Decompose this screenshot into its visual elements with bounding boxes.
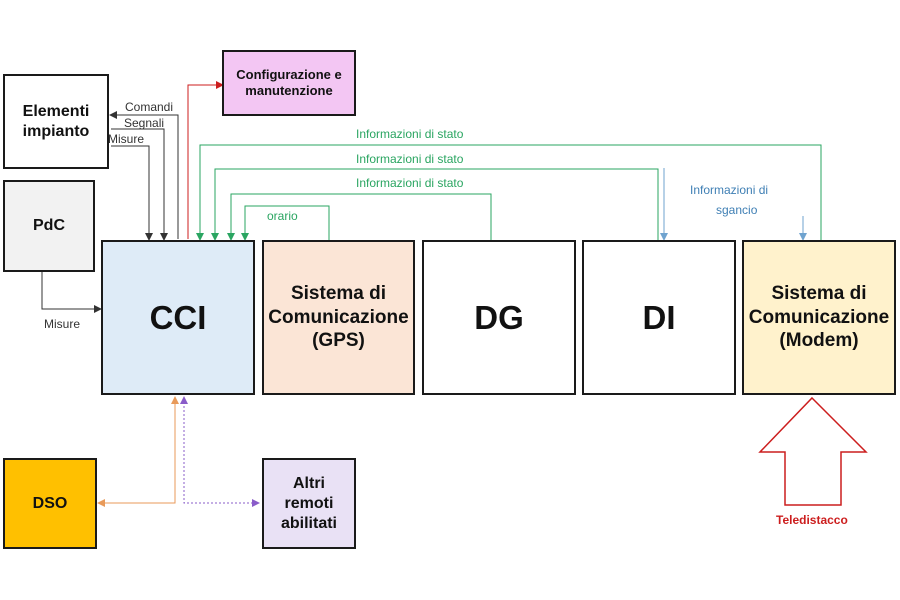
box-elementi-impianto-label: Elementi impianto — [22, 102, 90, 140]
label-info-stato-2: Informazioni di stato — [356, 152, 464, 166]
box-pdc-label: PdC — [33, 217, 65, 234]
wire-dso — [97, 396, 179, 507]
box-gps: Sistema di Comunicazione (GPS) — [262, 240, 415, 395]
wire-config — [187, 81, 224, 239]
box-di-label: DI — [642, 298, 676, 336]
wire-segnali — [111, 128, 168, 241]
label-teledistacco: Teledistacco — [776, 513, 848, 527]
box-configurazione-label: Configurazione e manutenzione — [236, 66, 342, 98]
box-altri-remoti: Altri remoti abilitati — [262, 458, 356, 549]
box-dg: DG — [422, 240, 576, 395]
label-orario: orario — [267, 209, 298, 223]
box-dso-label: DSO — [32, 494, 68, 512]
wire-misure-pdc — [41, 272, 102, 313]
wire-info-stato-2 — [211, 168, 659, 241]
box-pdc: PdC — [3, 180, 95, 272]
box-elementi-impianto: Elementi impianto — [3, 74, 109, 169]
box-configurazione: Configurazione e manutenzione — [222, 50, 356, 116]
box-dso: DSO — [3, 458, 97, 549]
wire-orario — [241, 205, 330, 241]
label-info-stato-3: Informazioni di stato — [356, 176, 464, 190]
label-info-stato-1: Informazioni di stato — [356, 127, 464, 141]
label-info-sgancio-1: Informazioni di — [690, 183, 769, 197]
label-misure-top: Misure — [108, 132, 145, 146]
box-di: DI — [582, 240, 736, 395]
label-segnali: Segnali — [124, 116, 165, 130]
box-altri-remoti-label: Altri remoti abilitati — [280, 474, 337, 532]
label-info-sgancio-2: sgancio — [716, 203, 758, 217]
wire-altri — [180, 396, 260, 507]
label-comandi: Comandi — [125, 100, 174, 114]
label-misure-pdc: Misure — [44, 317, 81, 331]
box-modem: Sistema di Comunicazione (Modem) — [742, 240, 896, 395]
box-gps-label: Sistema di Comunicazione (GPS) — [268, 282, 409, 352]
wire-misure-top — [111, 145, 153, 241]
box-cci: CCI — [101, 240, 255, 395]
box-cci-label: CCI — [149, 298, 207, 336]
box-modem-label: Sistema di Comunicazione (Modem) — [748, 282, 890, 352]
teledistacco-arrow — [758, 396, 868, 506]
wire-info-stato-1 — [196, 144, 822, 241]
wire-info-stato-3 — [227, 193, 492, 241]
wire-comandi — [109, 111, 179, 239]
box-dg-label: DG — [474, 298, 524, 336]
